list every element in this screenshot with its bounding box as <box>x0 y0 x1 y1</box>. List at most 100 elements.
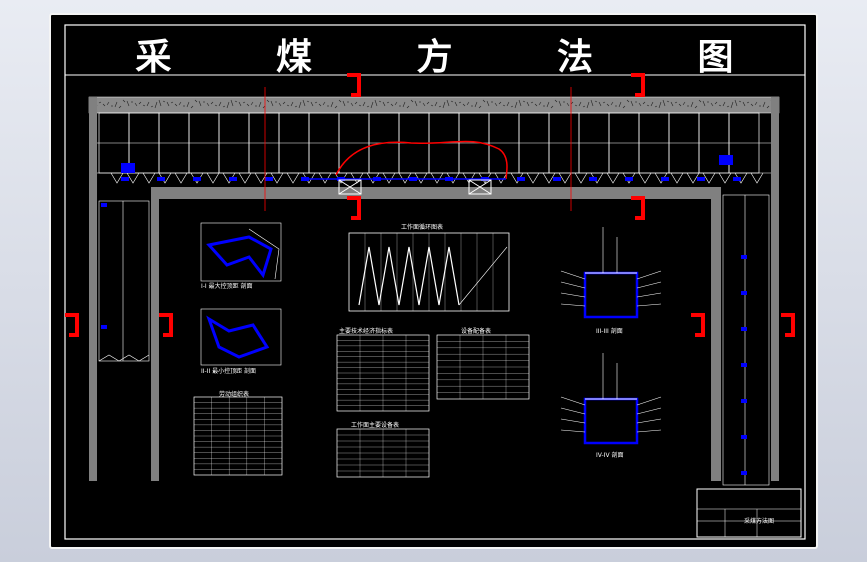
rock-hatch <box>386 101 390 104</box>
rock-hatch <box>630 100 634 107</box>
support-chevron <box>670 172 684 184</box>
rock-hatch <box>146 101 150 107</box>
rock-hatch <box>662 99 666 107</box>
rock-hatch <box>502 104 506 107</box>
rock-hatch <box>514 101 518 109</box>
right-equipment-block <box>719 155 733 165</box>
section-iii-bolt-left <box>560 281 586 289</box>
rock-hatch <box>466 101 470 106</box>
rock-hatch <box>170 101 174 104</box>
rock-hatch <box>730 101 734 109</box>
upper-rock-band <box>88 96 780 114</box>
support-chevron <box>654 172 668 184</box>
rock-hatch <box>598 101 602 107</box>
inner-border <box>64 24 806 540</box>
rock-hatch <box>510 105 514 108</box>
title-block-drawing-name: 采煤方法图 <box>744 518 775 525</box>
section-iii-bolt-left <box>560 303 586 307</box>
rock-hatch <box>106 101 110 106</box>
rock-hatch <box>278 102 282 107</box>
support-chevron <box>606 172 620 184</box>
support-chevron <box>478 172 492 184</box>
rock-hatch <box>206 102 210 107</box>
rock-hatch <box>494 102 498 107</box>
rock-hatch <box>578 101 582 107</box>
section-marker-bracket <box>631 73 645 97</box>
rock-hatch <box>482 99 486 103</box>
rock-hatch <box>594 100 598 103</box>
rock-hatch <box>314 101 318 104</box>
rock-hatch <box>410 99 414 103</box>
left-roadway-marker <box>101 203 107 207</box>
support-chevron <box>494 172 508 184</box>
rock-hatch <box>270 100 274 107</box>
rock-hatch <box>574 104 578 107</box>
rock-hatch <box>374 99 378 107</box>
rock-hatch <box>114 101 118 108</box>
rock-hatch <box>590 99 594 107</box>
right-roadway-marker <box>741 363 747 367</box>
rock-hatch <box>286 104 290 107</box>
support-chevron <box>718 172 732 184</box>
section-iv-bolt-left <box>560 407 586 415</box>
support-chevron <box>222 172 236 184</box>
support-chevron <box>446 172 460 184</box>
shearer-marker <box>157 177 165 181</box>
rock-hatch <box>674 101 678 104</box>
right-roadway-marker <box>741 399 747 403</box>
section-i-roof <box>248 228 280 280</box>
rock-hatch <box>150 105 154 108</box>
rock-hatch <box>498 101 502 105</box>
support-chevron <box>750 172 764 184</box>
support-chevron <box>174 172 188 184</box>
right-roadway-marker <box>741 471 747 475</box>
section-marker-bracket <box>65 313 79 337</box>
shearer-marker <box>625 177 633 181</box>
left-inner-roadway-wall <box>151 199 159 481</box>
support-chevron <box>206 172 220 184</box>
rock-hatch <box>522 100 526 103</box>
rock-hatch <box>610 101 614 106</box>
support-chevron <box>190 172 204 184</box>
rock-hatch <box>226 101 230 109</box>
rock-hatch <box>454 101 458 107</box>
rock-hatch <box>718 104 722 107</box>
support-chevron <box>702 172 716 184</box>
rock-hatch <box>402 101 406 108</box>
rock-hatch <box>538 101 542 106</box>
right-roadway-marker <box>741 255 747 259</box>
section-iv-bolt-left <box>560 418 586 424</box>
section-iii-bolt-right <box>636 292 662 298</box>
rock-hatch <box>666 100 670 103</box>
rock-hatch <box>738 100 742 103</box>
section-ii-frame <box>200 308 282 366</box>
rock-hatch <box>442 101 446 109</box>
rock-hatch <box>694 105 698 109</box>
rock-hatch <box>214 104 218 107</box>
rock-hatch <box>622 105 626 109</box>
rock-hatch <box>642 101 646 105</box>
section-i-support <box>206 235 273 279</box>
rock-hatch <box>378 100 382 103</box>
rock-hatch <box>230 99 234 107</box>
caving-line <box>335 140 508 180</box>
rock-hatch <box>426 101 430 105</box>
section-marker-bracket <box>691 313 705 337</box>
right-roadway-detail <box>722 194 770 486</box>
rock-hatch <box>518 99 522 107</box>
rock-hatch <box>658 101 662 109</box>
shearer-marker <box>661 177 669 181</box>
shearer-marker <box>733 177 741 181</box>
shearer-marker <box>553 177 561 181</box>
rock-hatch <box>298 101 302 109</box>
rock-hatch <box>446 99 450 107</box>
right-roadway-marker <box>741 435 747 439</box>
rock-hatch <box>306 100 310 103</box>
rock-hatch <box>158 99 162 107</box>
section-iv-shaft <box>583 397 639 445</box>
rock-hatch <box>626 99 630 103</box>
title-block-frame <box>696 488 802 538</box>
section-i-frame <box>200 222 282 282</box>
rock-hatch <box>318 103 322 107</box>
section-ii-label: II-II 最小控顶距 剖面 <box>201 368 257 375</box>
